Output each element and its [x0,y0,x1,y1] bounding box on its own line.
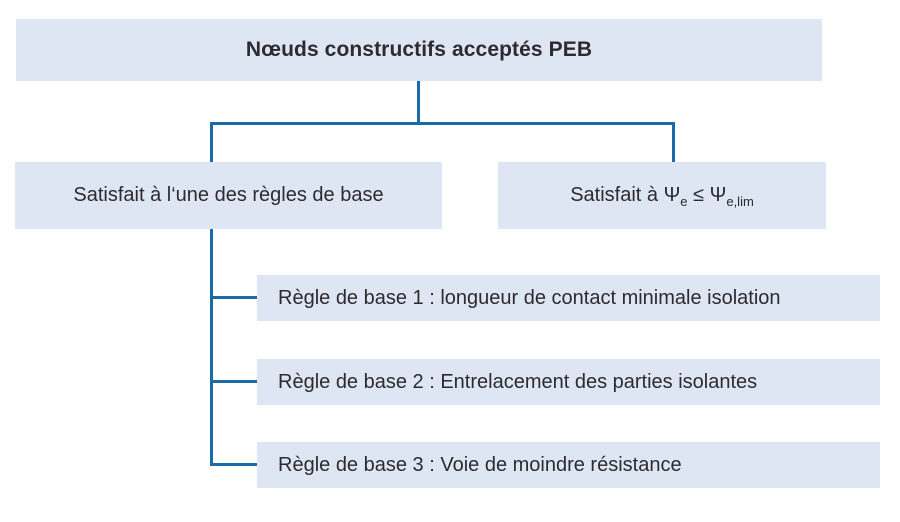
psi-subscript-elim: e,lim [726,194,754,209]
rule-box-2: Règle de base 2 : Entrelacement des part… [257,359,880,405]
branch-left-box: Satisfait à l‘une des règles de base [15,162,442,229]
connector-stub-rule-2 [210,380,258,383]
connector-vertical-left [210,122,213,466]
psi-formula-pre: Satisfait à Ψ [570,184,681,206]
connector-stub-rule-3 [210,463,258,466]
connector-horizontal-main [210,122,675,125]
branch-left-label: Satisfait à l‘une des règles de base [73,184,384,206]
root-box-label: Nœuds constructifs acceptés PEB [245,38,593,61]
psi-formula-mid: ≤ Ψ [687,184,727,206]
connector-vertical-right [672,122,675,163]
root-box: Nœuds constructifs acceptés PEB [16,19,822,81]
rule-3-label: Règle de base 3 : Voie de moindre résist… [278,453,682,476]
branch-right-box: Satisfait à Ψe ≤ Ψe,lim [498,162,826,229]
connector-stem-top [417,81,420,125]
psi-subscript-e: e [680,194,688,209]
connector-stub-rule-1 [210,296,258,299]
rule-box-1: Règle de base 1 : longueur de contact mi… [257,275,880,321]
branch-right-label: Satisfait à Ψe ≤ Ψe,lim [570,184,754,209]
rule-box-3: Règle de base 3 : Voie de moindre résist… [257,442,880,488]
rule-2-label: Règle de base 2 : Entrelacement des part… [278,370,758,393]
rule-1-label: Règle de base 1 : longueur de contact mi… [278,286,781,309]
